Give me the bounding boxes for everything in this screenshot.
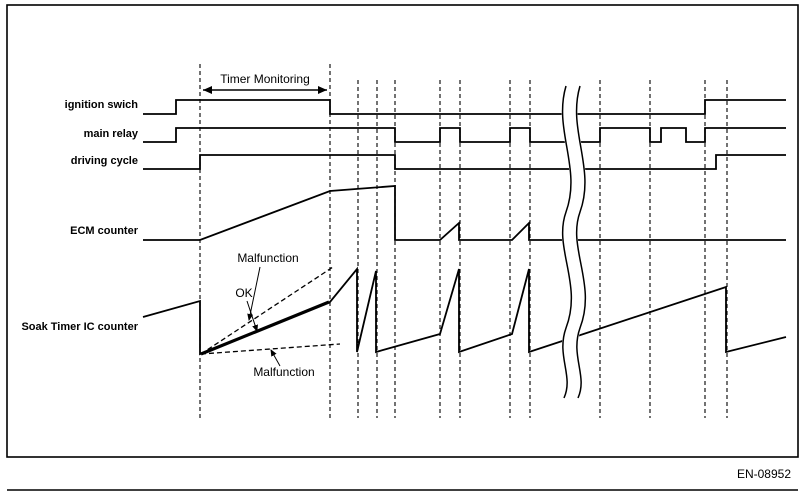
soak-timer-ic-counter-waveform [142,266,787,356]
timer-monitoring-arrowhead-right [318,86,327,94]
time-break-right [575,85,587,399]
driving-cycle-label: driving cycle [71,155,138,167]
main-relay-waveform [143,127,786,143]
driving-cycle-waveform [143,154,786,170]
main-relay-label: main relay [84,128,139,140]
timer-monitoring-arrowhead-left [203,86,212,94]
diagram-labels: ignition swich main relay driving cycle … [21,72,791,481]
malfunction-lower-label: Malfunction [253,365,314,379]
ok-line [200,300,330,356]
diagram-geometry [6,4,799,491]
malfunction-lower-leader-arrow [270,349,281,367]
ok-leader-arrow [246,300,258,332]
figure-border [6,4,799,458]
time-break-mask [561,83,587,402]
soak-timer-ic-counter-label: Soak Timer IC counter [21,321,138,333]
timer-monitoring-label: Timer Monitoring [220,72,310,86]
ignition-switch-label: ignition swich [65,99,139,111]
malfunction-upper-label: Malfunction [237,251,298,265]
malfunction-upper-line [200,266,334,355]
ignition-switch-waveform [143,99,786,115]
ecm-counter-label: ECM counter [70,225,139,237]
figure-code: EN-08952 [737,467,791,481]
malfunction-lower-line [200,343,341,355]
ok-label: OK [235,286,252,300]
ecm-counter-waveform [143,185,786,241]
time-break-left [561,85,573,399]
